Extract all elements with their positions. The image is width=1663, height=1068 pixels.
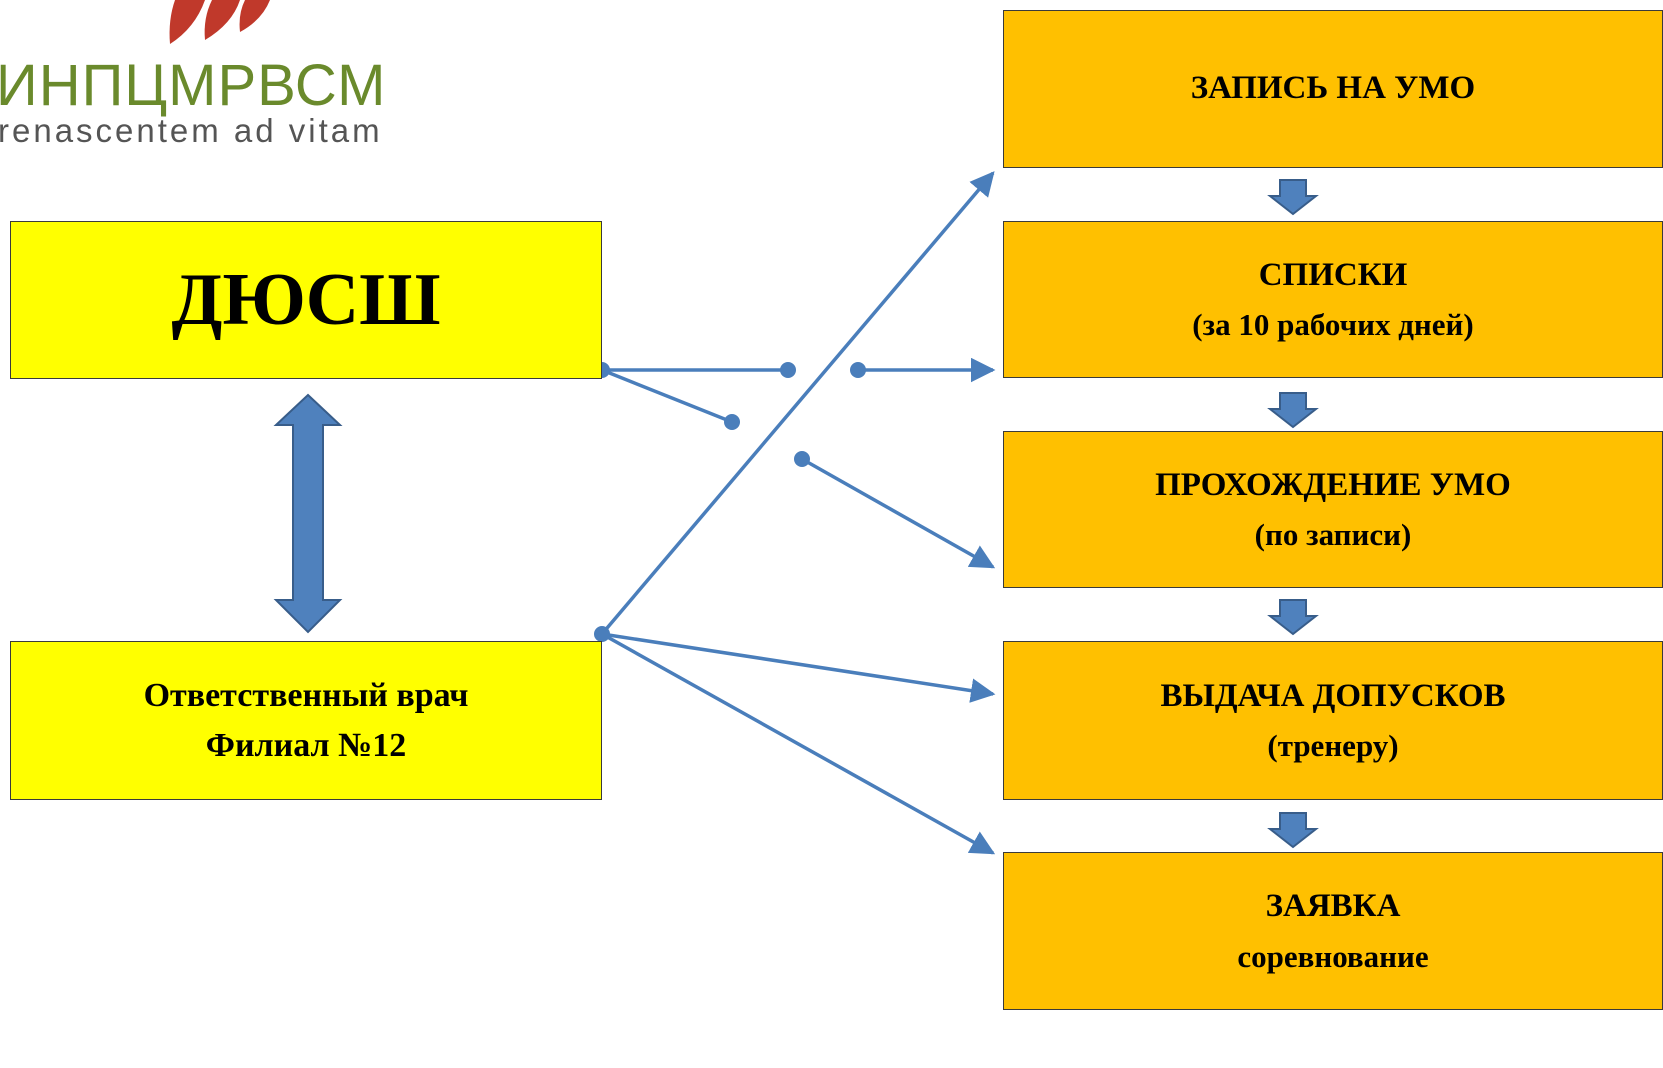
step-title: ЗАЯВКА xyxy=(1265,888,1401,925)
step-zayavka-box: ЗАЯВКА соревнование xyxy=(1003,852,1663,1010)
connector-doctor-to-dopuski xyxy=(601,632,996,703)
step-title: ПРОХОЖДЕНИЕ УМО xyxy=(1155,466,1511,503)
down-arrow-icon xyxy=(1267,812,1319,849)
step-subtitle: (тренеру) xyxy=(1267,728,1399,764)
step-title: ВЫДАЧА ДОПУСКОВ xyxy=(1160,677,1506,714)
connector-dot xyxy=(850,362,866,378)
step-subtitle: (по записи) xyxy=(1254,517,1412,553)
logo-motto: renascentem ad vitam xyxy=(0,112,383,149)
connector-dot xyxy=(724,414,740,430)
step-vydacha-box: ВЫДАЧА ДОПУСКОВ (тренеру) xyxy=(1003,641,1663,800)
connector-dot xyxy=(794,451,810,467)
connector-dot xyxy=(594,626,610,642)
connector-dyussh-to-umo-a xyxy=(601,368,733,424)
connector-doctor-to-zapis xyxy=(600,171,995,636)
logo: ИНПЦМРВСМ renascentem ad vitam xyxy=(0,0,385,160)
step-title: СПИСКИ xyxy=(1258,256,1408,293)
step-subtitle: соревнование xyxy=(1237,938,1429,974)
step-title: ЗАПИСЬ НА УМО xyxy=(1190,70,1476,107)
doctor-line-1: Ответственный врач xyxy=(143,677,469,715)
step-zapis-box: ЗАПИСЬ НА УМО xyxy=(1003,10,1663,168)
doctor-line-2: Филиал №12 xyxy=(205,726,407,764)
down-arrow-icon xyxy=(1267,599,1319,636)
responsible-doctor-box: Ответственный врач Филиал №12 xyxy=(10,641,602,800)
connector-doctor-to-zayavka xyxy=(601,632,996,855)
step-spiski-box: СПИСКИ (за 10 рабочих дней) xyxy=(1003,221,1663,378)
logo-petals-icon xyxy=(169,0,270,44)
dyussh-box: ДЮСШ xyxy=(10,221,602,379)
dyussh-label: ДЮСШ xyxy=(171,258,441,341)
double-arrow-icon xyxy=(273,393,343,634)
connector-dot xyxy=(780,362,796,378)
step-subtitle: (за 10 рабочих дней) xyxy=(1192,307,1474,343)
down-arrow-icon xyxy=(1267,179,1319,216)
logo-name: ИНПЦМРВСМ xyxy=(0,53,387,118)
connector-dyussh-to-umo-b xyxy=(801,457,996,569)
down-arrow-icon xyxy=(1267,392,1319,429)
step-prohozhdenie-box: ПРОХОЖДЕНИЕ УМО (по записи) xyxy=(1003,431,1663,588)
